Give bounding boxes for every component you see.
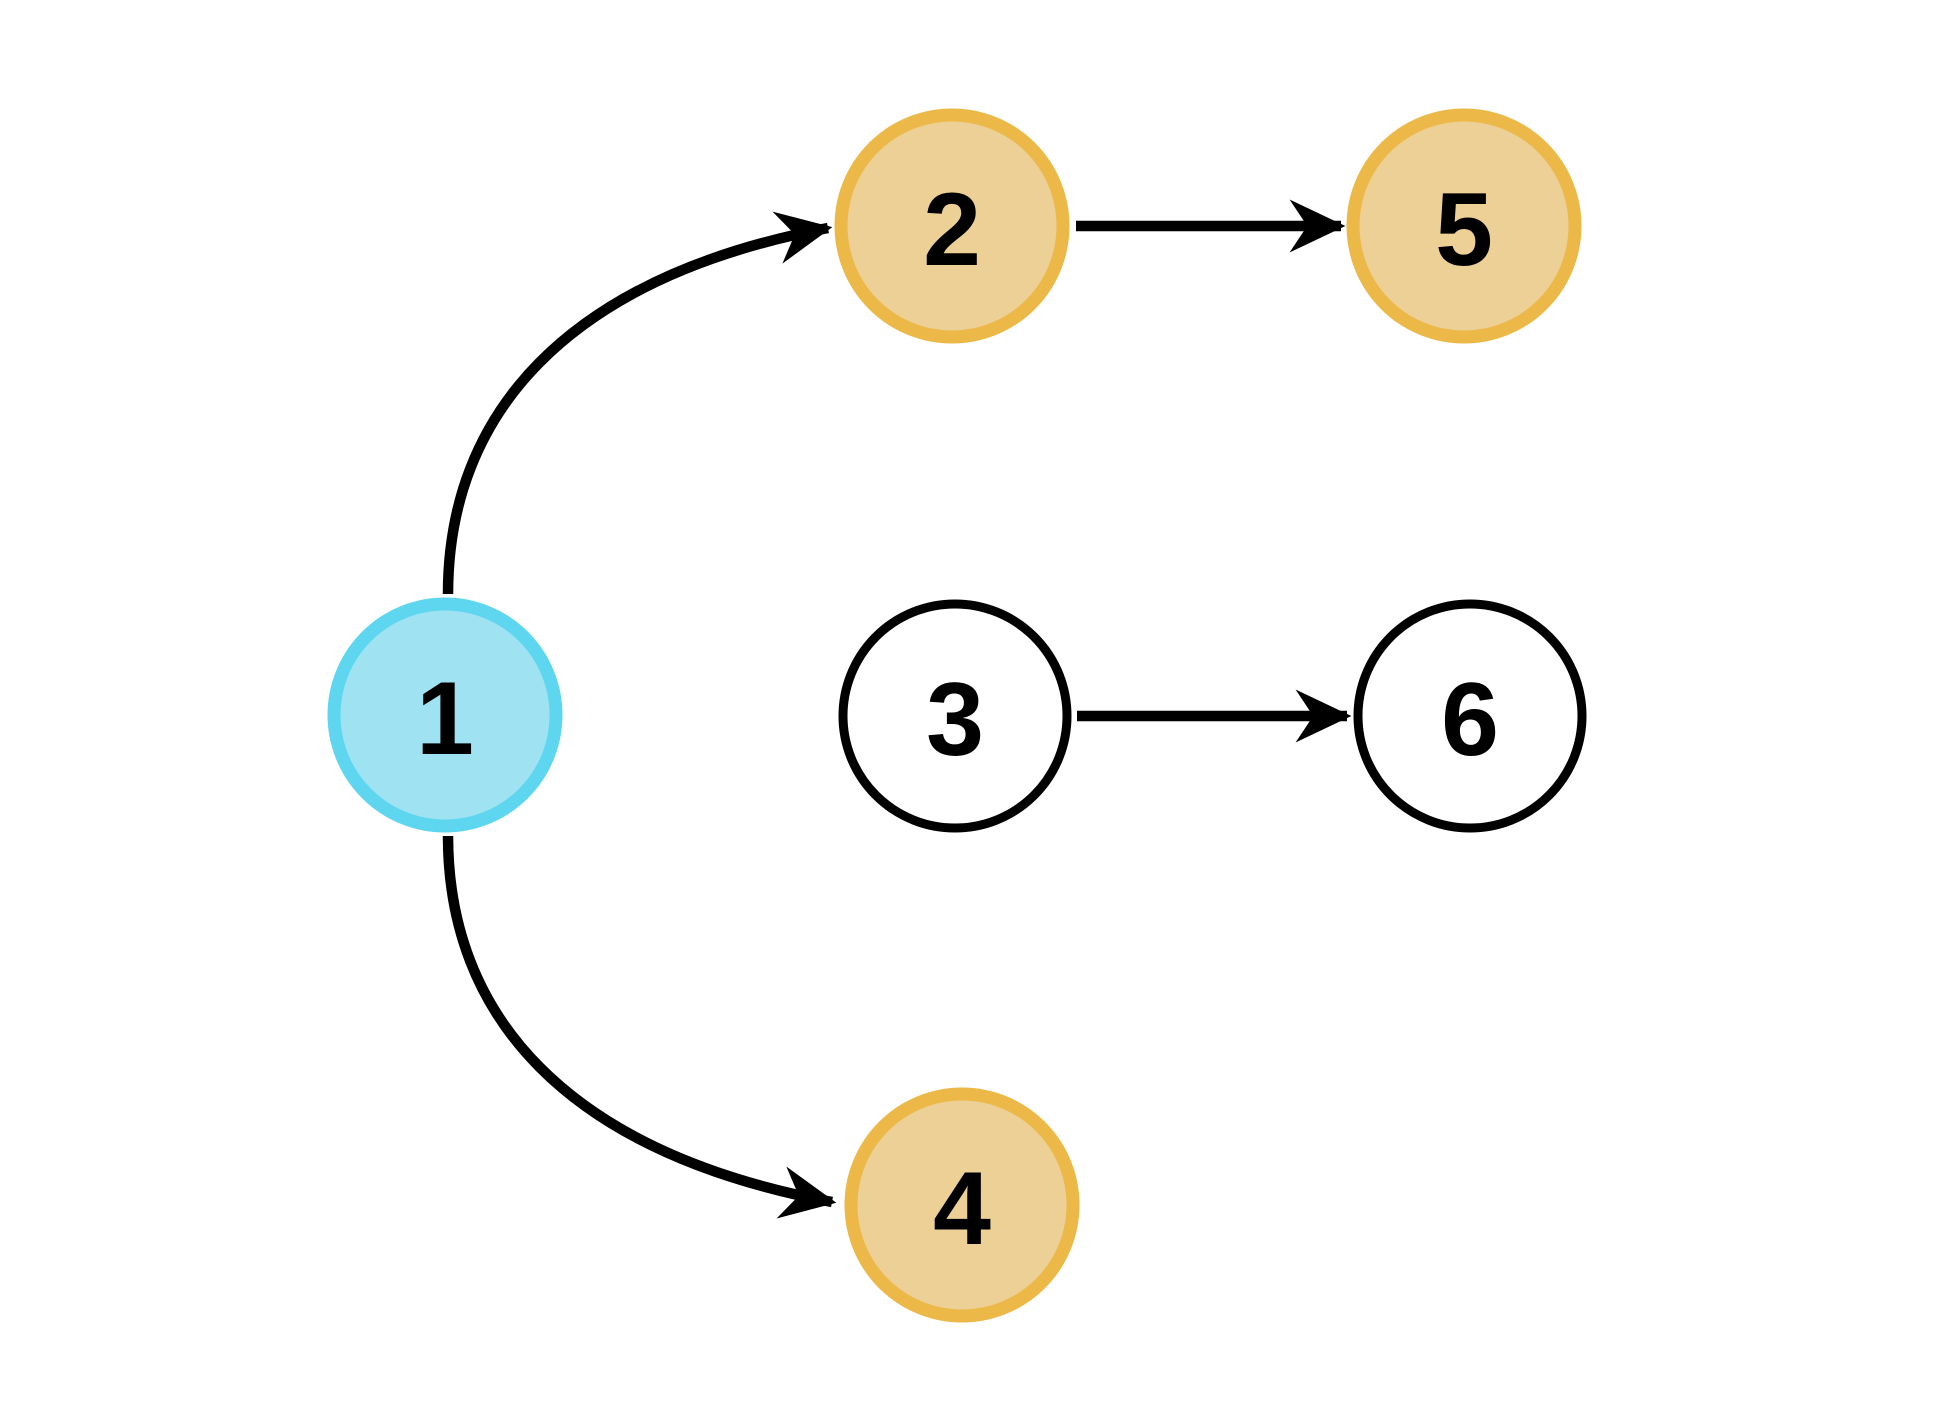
node-5: 5: [1346, 108, 1582, 344]
node-4-label: 4: [933, 1151, 991, 1267]
node-3-circle: [838, 599, 1072, 833]
node-6-circle: [1353, 599, 1587, 833]
node-6-label: 6: [1441, 662, 1499, 778]
node-2-label: 2: [923, 172, 981, 288]
node-3: 3: [838, 599, 1072, 833]
edge-1-2: [442, 211, 833, 595]
node-2-circle: [834, 108, 1070, 344]
node-5-circle: [1346, 108, 1582, 344]
node-1-label: 1: [416, 661, 474, 777]
node-5-label: 5: [1435, 172, 1493, 288]
node-2: 2: [834, 108, 1070, 344]
node-1: 1: [327, 597, 563, 833]
node-3-label: 3: [926, 662, 984, 778]
node-6: 6: [1353, 599, 1587, 833]
node-4: 4: [844, 1087, 1080, 1323]
node-4-circle: [844, 1087, 1080, 1323]
edge-1-4: [442, 835, 837, 1219]
node-1-circle: [327, 597, 563, 833]
